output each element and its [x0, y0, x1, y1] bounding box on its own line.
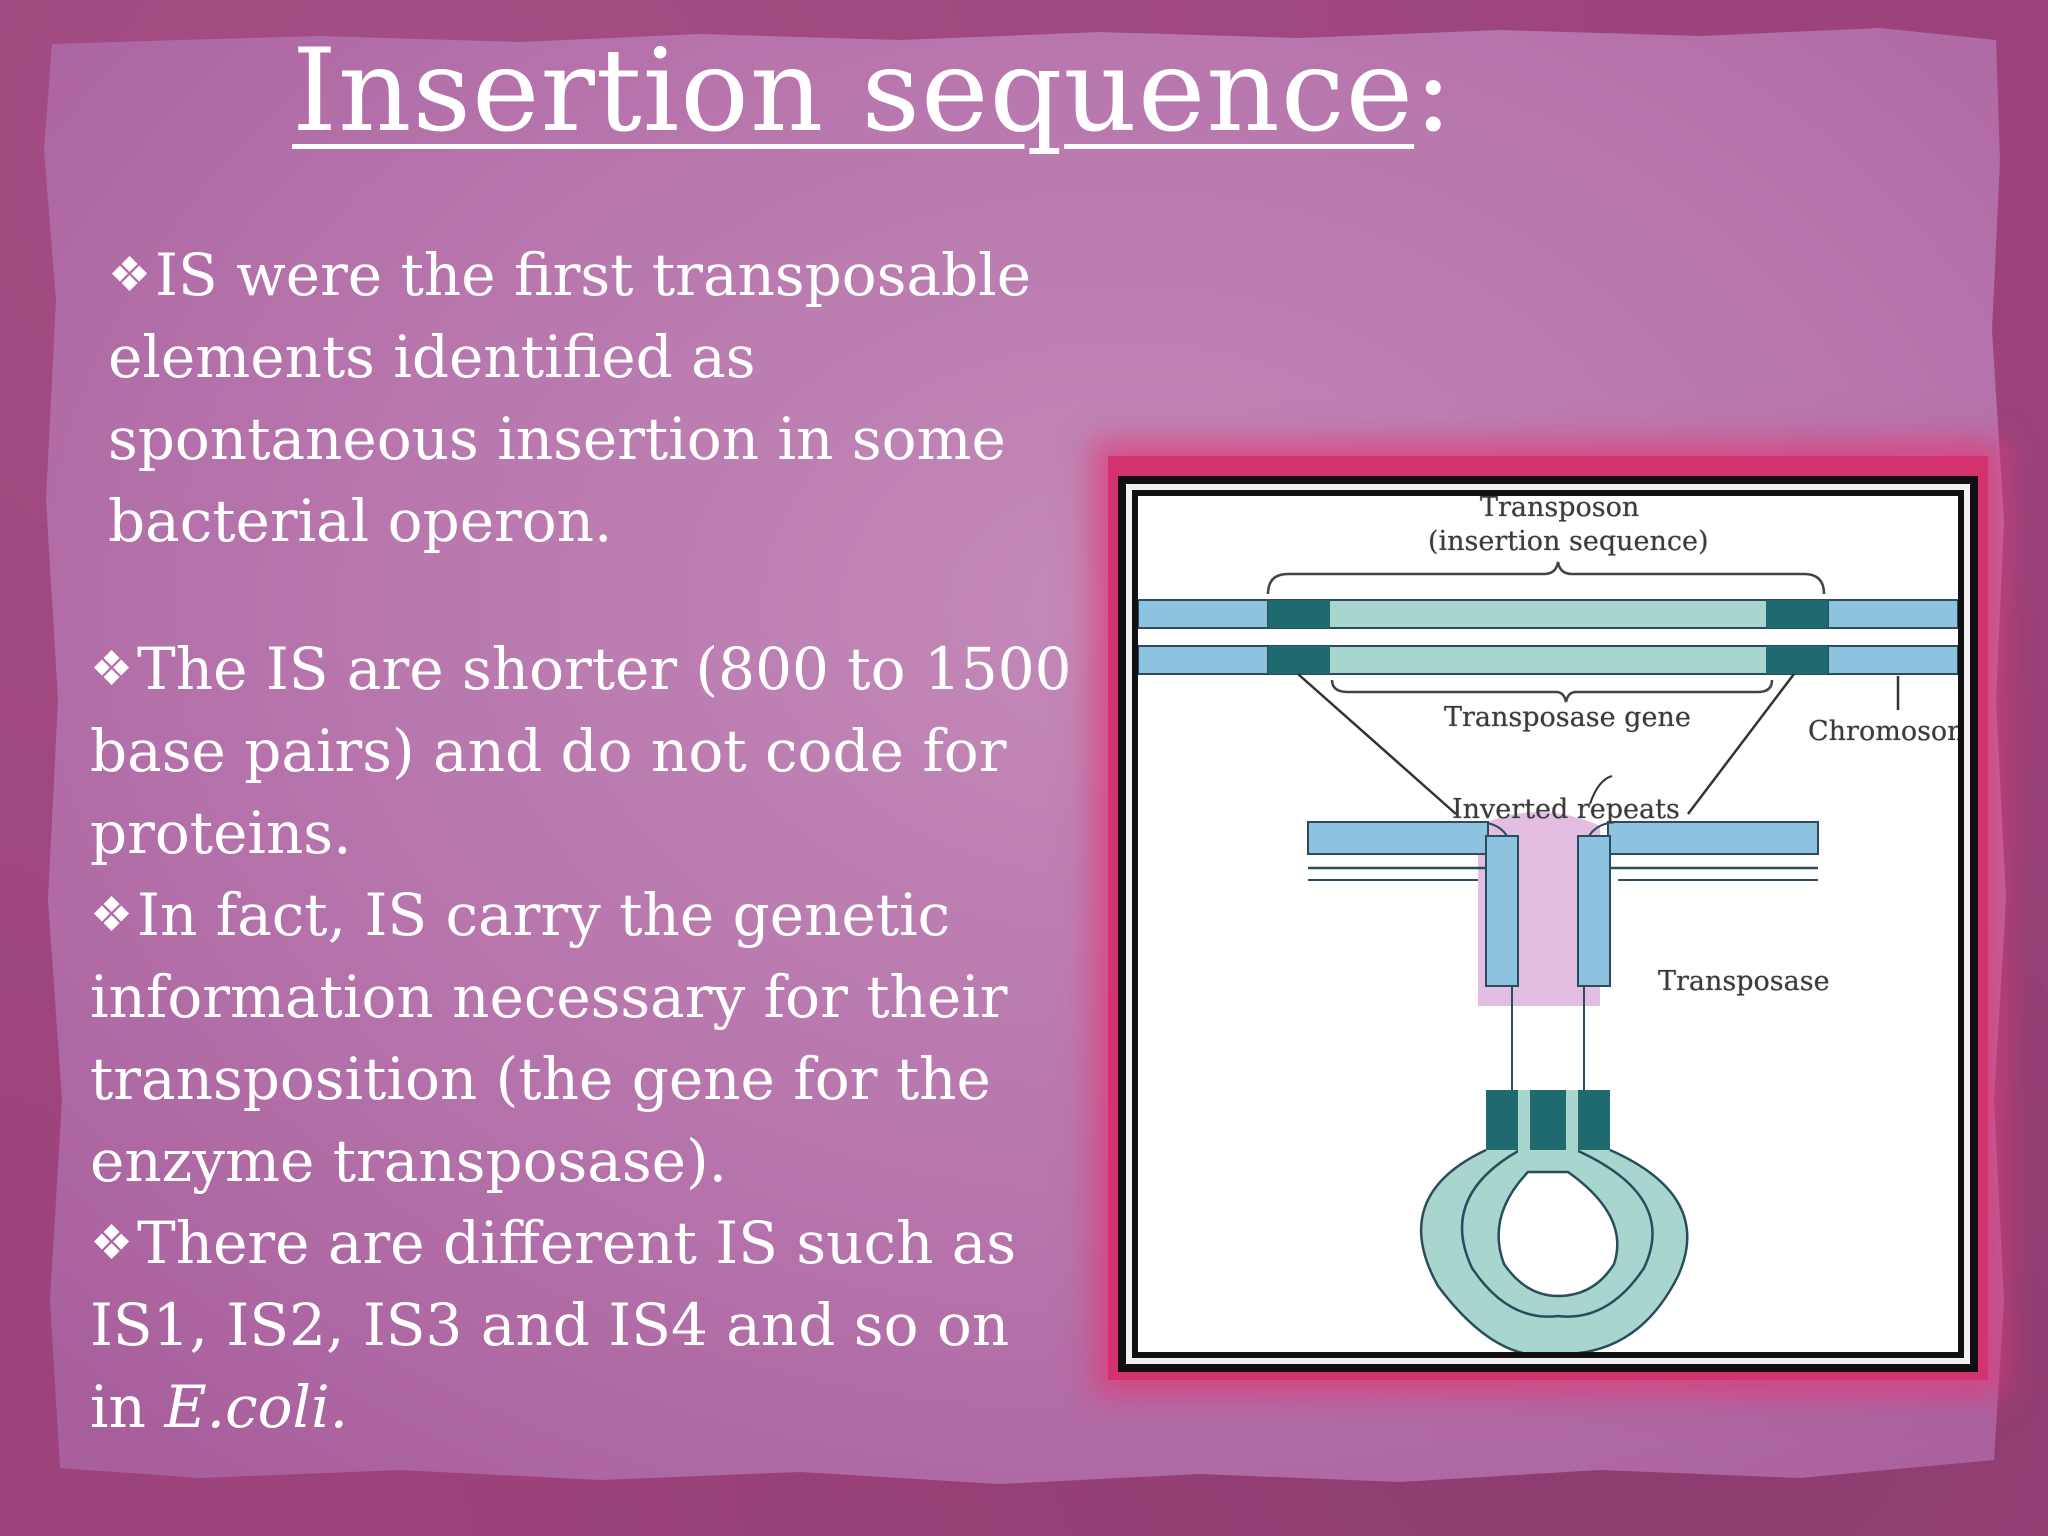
lower-arm-right	[1607, 821, 1819, 855]
label-transposase: Transposase	[1658, 966, 1830, 997]
loop-middle	[1460, 1148, 1654, 1318]
lower-arm-left	[1307, 821, 1489, 855]
inverted-repeat-right-bottom	[1766, 646, 1828, 674]
loop-inner	[1497, 1170, 1619, 1298]
inverted-repeat-pointer-left	[1297, 673, 1457, 815]
transposon-diagram: Transposon (insertion sequence) Transpos…	[1138, 496, 1958, 1352]
stem-left-repeat	[1486, 1090, 1518, 1150]
diagram-drawing	[1138, 561, 1958, 1352]
paragraph-3-text: In fact, IS carry the genetic informatio…	[90, 881, 1008, 1195]
stem-inner-repeat	[1530, 1090, 1566, 1150]
paragraph-1-text: IS were the first transposable elements …	[108, 241, 1032, 555]
paragraph-4-text: There are different IS such as IS1, IS2,…	[90, 1209, 1017, 1441]
bullet-icon: ❖	[90, 1215, 134, 1271]
slide-title: Insertion sequence:	[292, 34, 1453, 148]
paragraph-1: ❖IS were the first transposable elements…	[108, 234, 1068, 562]
label-transposon: Transposon	[1480, 496, 1640, 523]
bullet-icon: ❖	[90, 887, 134, 943]
stem-left-blue	[1485, 835, 1519, 987]
inverted-repeat-left-top	[1268, 600, 1330, 628]
inverted-repeat-pointer-right	[1687, 673, 1795, 815]
label-inverted-repeats: Inverted repeats	[1452, 794, 1680, 825]
transposon-bottom	[1267, 645, 1829, 675]
label-transposase-gene: Transposase gene	[1444, 702, 1691, 733]
slide-title-text: Insertion sequence	[292, 24, 1415, 157]
transposon-brace	[1266, 561, 1826, 595]
label-insertion-sequence: (insertion sequence)	[1428, 526, 1709, 557]
stem-right-repeat	[1578, 1090, 1610, 1150]
inverted-repeat-left-bottom	[1268, 646, 1330, 674]
transposon-top	[1267, 599, 1829, 629]
label-chromosome: Chromoson	[1808, 716, 1958, 747]
slide-title-colon: :	[1414, 24, 1454, 157]
transposase-pointer	[1589, 775, 1613, 805]
list-item: ❖In fact, IS carry the genetic informati…	[90, 874, 1080, 1202]
bullet-list: ❖The IS are shorter (800 to 1500 base pa…	[90, 628, 1080, 1448]
stem-right-blue	[1577, 835, 1611, 987]
paragraph-2-text: The IS are shorter (800 to 1500 base pai…	[90, 635, 1072, 867]
bullet-icon: ❖	[90, 641, 134, 697]
inverted-repeat-right-top	[1766, 600, 1828, 628]
bullet-icon: ❖	[108, 247, 152, 303]
list-item: ❖There are different IS such as IS1, IS2…	[90, 1202, 1080, 1448]
transposase-gene-brace	[1330, 679, 1774, 703]
list-item: ❖The IS are shorter (800 to 1500 base pa…	[90, 628, 1080, 874]
species-name: E.coli.	[164, 1373, 349, 1441]
